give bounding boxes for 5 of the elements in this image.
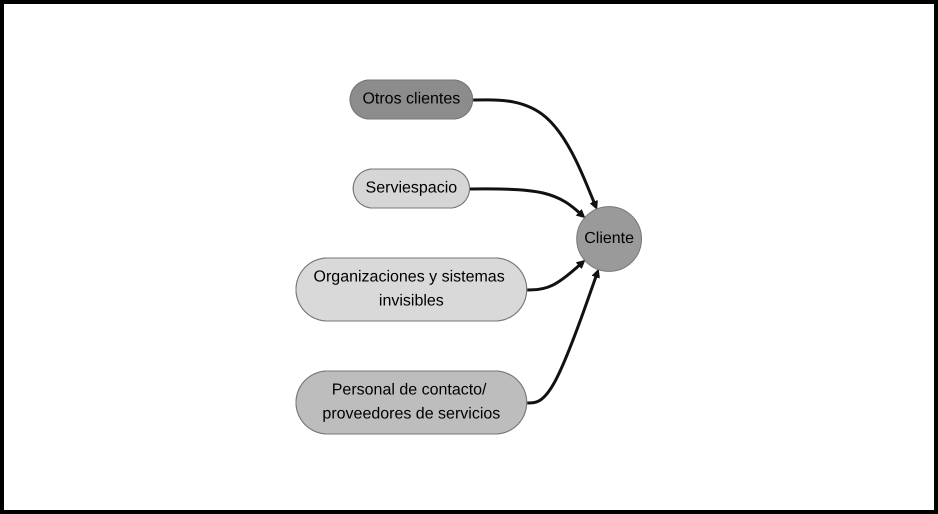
arrow [473,98,598,210]
arrow [527,269,600,404]
arrow [470,187,586,218]
arrow [527,260,586,292]
node-circle: Cliente [576,206,642,272]
